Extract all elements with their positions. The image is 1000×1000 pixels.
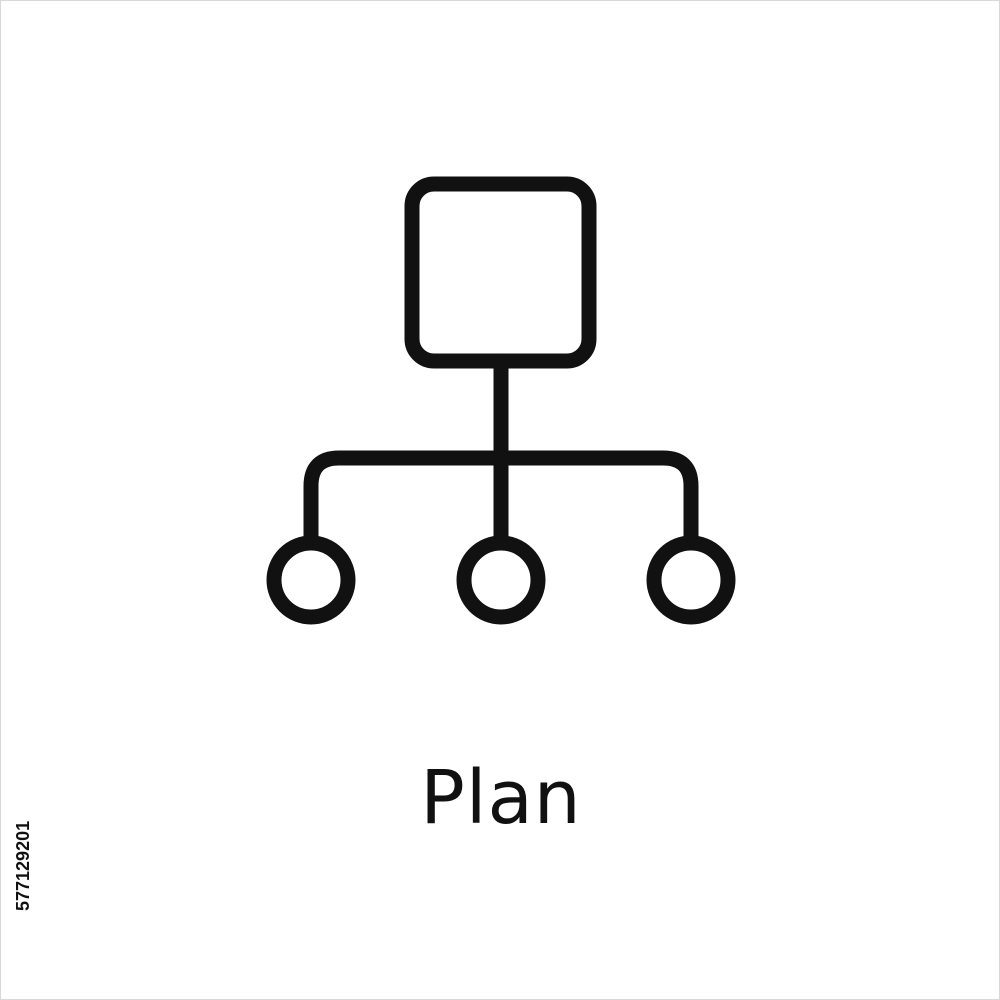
connector-branch-line: [303, 450, 699, 549]
right-circle-node: [646, 535, 736, 625]
center-circle-node: [456, 535, 546, 625]
top-square-node: [404, 176, 597, 369]
left-circle-node: [266, 535, 356, 625]
icon-caption: Plan: [420, 755, 582, 841]
stock-image-id: 577129201: [13, 820, 33, 911]
